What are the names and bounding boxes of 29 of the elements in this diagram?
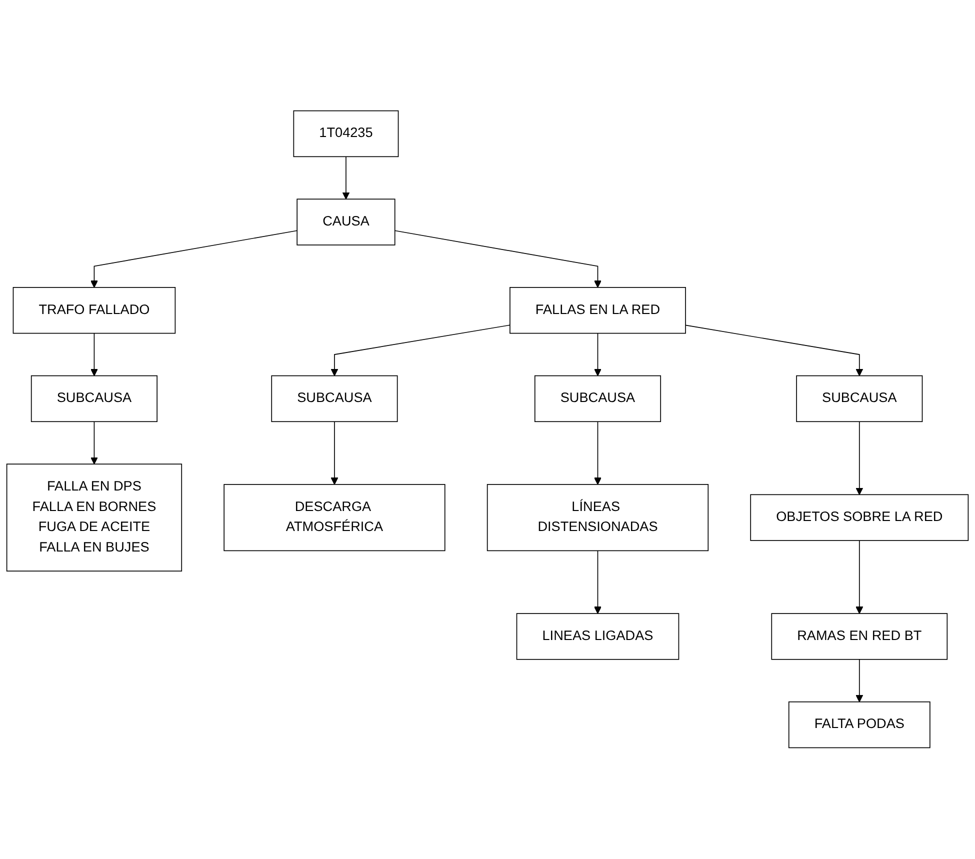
arrow xyxy=(342,156,350,200)
node-box: SUBCAUSA xyxy=(30,376,158,422)
node-box: FALLAS EN LA RED xyxy=(510,287,686,334)
arrow xyxy=(90,230,298,288)
node-box: SUBCAUSA xyxy=(271,376,398,422)
node-box: LÍNEAS DISTENSIONADAS xyxy=(486,484,709,552)
node-box: DESCARGA ATMOSFÉRICA xyxy=(224,484,446,552)
arrow xyxy=(90,333,98,376)
node-box: CAUSA xyxy=(296,198,396,246)
arrow xyxy=(856,659,864,702)
arrow xyxy=(594,550,602,614)
arrow xyxy=(856,421,864,496)
node-box: 1T04235 xyxy=(293,110,399,158)
node-box: FALTA PODAS xyxy=(788,702,930,748)
arrow xyxy=(394,230,602,288)
node-box: RAMAS EN RED BT xyxy=(771,613,948,660)
arrow xyxy=(594,333,602,376)
node-box: SUBCAUSA xyxy=(796,376,923,422)
node-box: TRAFO FALLADO xyxy=(12,287,176,334)
arrow xyxy=(594,421,602,486)
arrow xyxy=(90,421,98,465)
node-box: FALLA EN DPS FALLA EN BORNES FUGA DE ACEITE FALLA EN BUJES xyxy=(6,464,182,572)
arrow xyxy=(685,325,864,376)
node-box: SUBCAUSA xyxy=(534,376,662,422)
arrow xyxy=(330,421,338,486)
node-box: LINEAS LIGADAS xyxy=(516,613,680,660)
arrow xyxy=(330,324,510,376)
node-box: OBJETOS SOBRE LA RED xyxy=(750,494,969,542)
arrow xyxy=(856,540,864,614)
